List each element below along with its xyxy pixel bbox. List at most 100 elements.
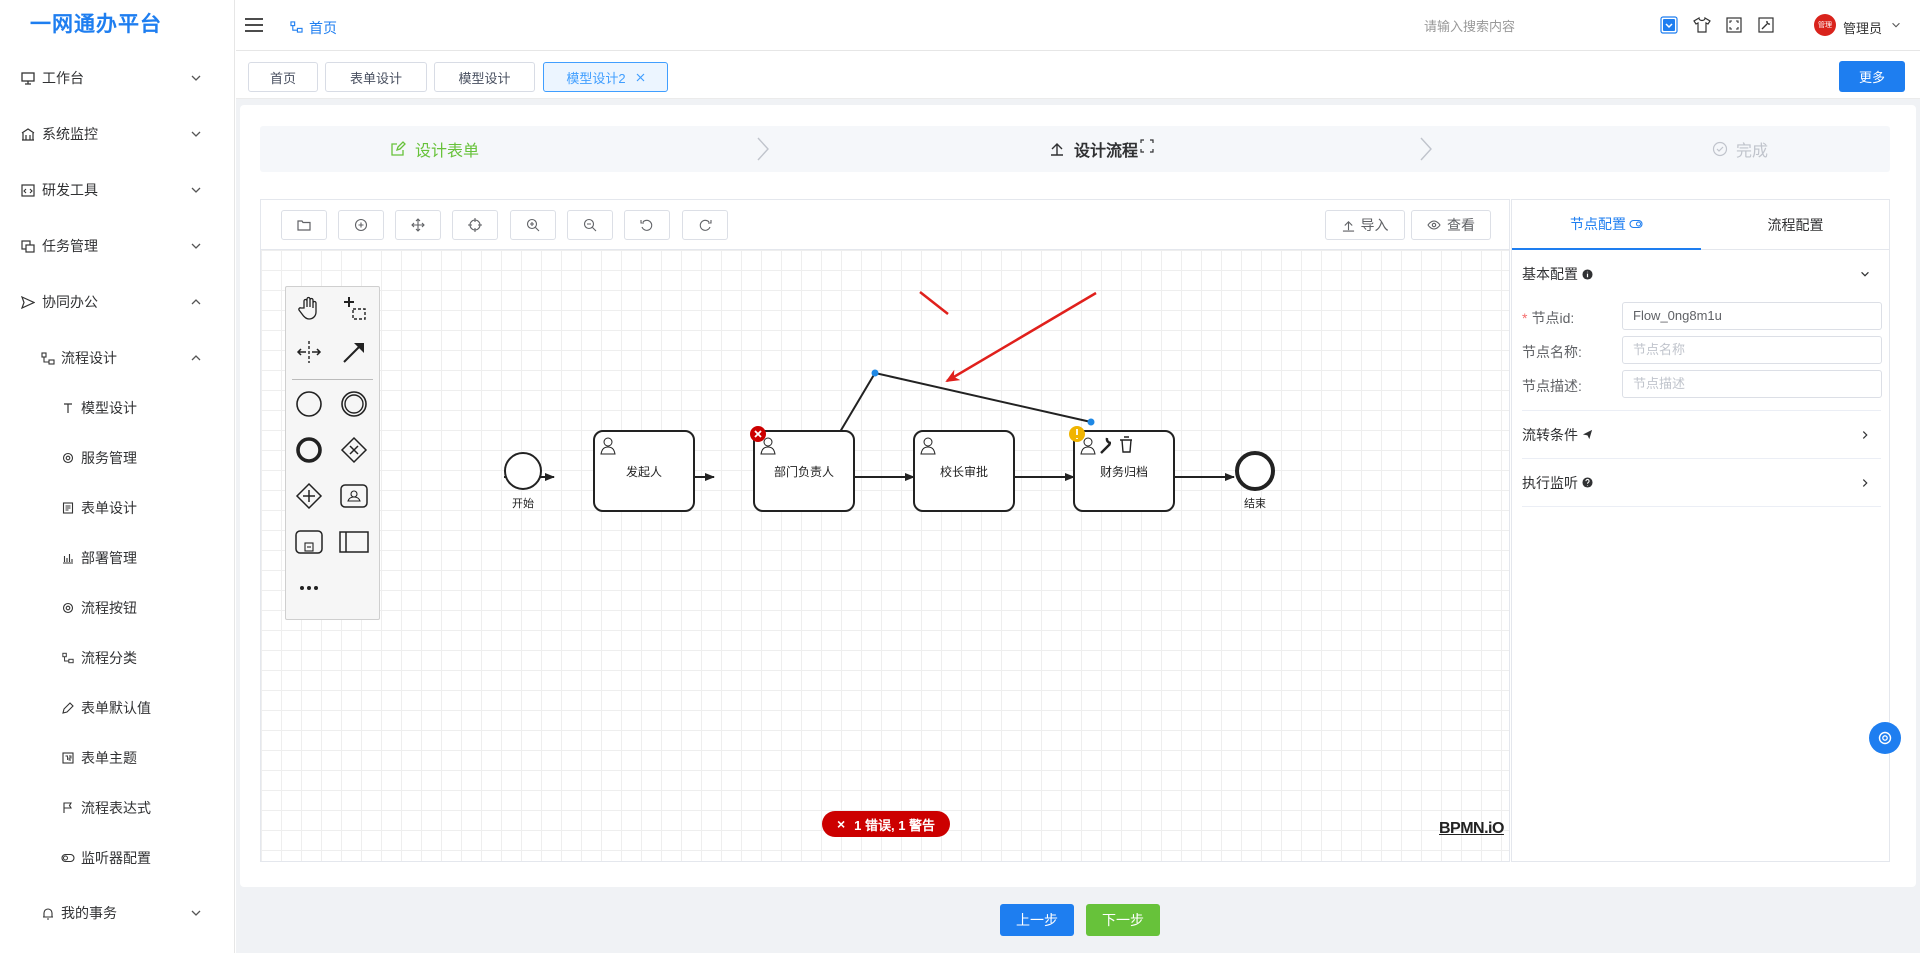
sidebar-item-label: 我的事务 xyxy=(61,905,117,921)
move-icon xyxy=(411,218,425,232)
fullscreen-icon[interactable] xyxy=(1726,17,1742,33)
sidebar-item-flow-design[interactable]: 流程设计 xyxy=(0,330,234,386)
collapse-transfer-condition[interactable]: 流转条件 xyxy=(1522,411,1881,459)
intermediate-event-icon[interactable] xyxy=(337,387,371,421)
chevron-down-icon xyxy=(191,75,201,81)
hamburger-icon[interactable] xyxy=(244,17,264,33)
chevron-up-icon xyxy=(191,299,201,305)
toggle-icon xyxy=(1629,219,1643,229)
sidebar-subitem-deploy-manage[interactable]: 部署管理 xyxy=(0,533,234,583)
tag-model-design[interactable]: 模型设计 xyxy=(434,62,535,92)
node-name-input[interactable]: 节点名称 xyxy=(1622,336,1882,364)
sidebar-subitem-service-manage[interactable]: 服务管理 xyxy=(0,433,234,483)
more-tools-icon[interactable] xyxy=(292,571,326,605)
collapse-basic-config[interactable]: 基本配置 xyxy=(1522,250,1881,298)
lasso-tool-icon[interactable] xyxy=(337,291,371,325)
zoom-in-button[interactable] xyxy=(510,210,556,240)
sidebar-subitem-listener-config[interactable]: 监听器配置 xyxy=(0,833,234,883)
waypoint-handle[interactable] xyxy=(1087,418,1095,426)
user-task[interactable] xyxy=(753,430,855,512)
exclusive-gateway-icon[interactable] xyxy=(337,433,371,467)
waypoint-handle[interactable] xyxy=(871,369,879,377)
sidebar-item-workbench[interactable]: 工作台 xyxy=(0,50,234,106)
sidebar-subitem-form-theme[interactable]: 表单主题 xyxy=(0,733,234,783)
end-event-icon[interactable] xyxy=(292,433,326,467)
user-task[interactable] xyxy=(913,430,1015,512)
bpmn-canvas[interactable]: 开始 结束 发起人 部门负责人 校长审批 财务归档 × 1 错误, 1 警告 B… xyxy=(260,249,1510,862)
checkbox-icon[interactable] xyxy=(1660,16,1678,34)
trash-icon[interactable] xyxy=(1120,436,1132,453)
tab-node-config[interactable]: 节点配置 xyxy=(1512,200,1701,250)
sidebar-item-task-manage[interactable]: 任务管理 xyxy=(0,218,234,274)
redo-icon xyxy=(699,219,712,231)
open-file-button[interactable] xyxy=(281,210,327,240)
search-input[interactable]: 请输入搜索内容 xyxy=(1424,19,1516,34)
prev-step-button[interactable]: 上一步 xyxy=(1000,904,1074,936)
undo-button[interactable] xyxy=(624,210,670,240)
fullscreen-icon[interactable] xyxy=(1140,139,1154,153)
start-event-icon[interactable] xyxy=(292,387,326,421)
sidebar-item-dev-tools[interactable]: 研发工具 xyxy=(0,162,234,218)
zoom-out-button[interactable] xyxy=(567,210,613,240)
tool-icon[interactable] xyxy=(1758,17,1774,33)
node-id-input[interactable]: Flow_0ng8m1u xyxy=(1622,302,1882,330)
settings-float-button[interactable] xyxy=(1869,722,1901,754)
chevron-down-icon[interactable] xyxy=(1890,19,1902,31)
sidebar-subitem-flow-expression[interactable]: 流程表达式 xyxy=(0,783,234,833)
close-icon[interactable] xyxy=(636,73,645,82)
shirt-icon[interactable] xyxy=(1693,17,1711,33)
bpmn-diagram xyxy=(504,291,1275,512)
more-button[interactable]: 更多 xyxy=(1839,61,1905,92)
sidebar-subitem-flow-category[interactable]: 流程分类 xyxy=(0,633,234,683)
context-pad[interactable] xyxy=(1100,436,1132,454)
avatar[interactable]: 管理 xyxy=(1814,14,1836,36)
step-design-flow[interactable]: 设计流程 xyxy=(1049,126,1154,172)
step-design-form[interactable]: 设计表单 xyxy=(390,126,479,172)
send-icon xyxy=(20,294,36,310)
pool-icon[interactable] xyxy=(337,525,371,559)
user-task[interactable] xyxy=(1073,430,1175,512)
sidebar-subitem-model-design[interactable]: 模型设计 xyxy=(0,383,234,433)
hand-tool-icon[interactable] xyxy=(292,291,326,325)
space-tool-icon[interactable] xyxy=(292,335,326,369)
parallel-gateway-icon[interactable] xyxy=(292,479,326,513)
user-name[interactable]: 管理员 xyxy=(1843,21,1883,36)
fit-view-button[interactable] xyxy=(452,210,498,240)
wrench-icon[interactable] xyxy=(1100,437,1112,454)
text-icon xyxy=(60,400,76,416)
bpmn-io-watermark[interactable]: BPMN.iO xyxy=(1439,820,1504,837)
step-finish[interactable]: 完成 xyxy=(1712,126,1768,172)
start-event[interactable] xyxy=(504,452,542,490)
aim-icon xyxy=(468,218,482,232)
user-task[interactable] xyxy=(593,430,695,512)
collapse-exec-listener[interactable]: 执行监听 xyxy=(1522,459,1881,507)
sidebar-item-collab-office[interactable]: 协同办公 xyxy=(0,274,234,330)
zoom-reset-button[interactable] xyxy=(338,210,384,240)
next-step-button[interactable]: 下一步 xyxy=(1086,904,1160,936)
document-icon xyxy=(60,500,76,516)
sidebar-item-system-monitor[interactable]: 系统监控 xyxy=(0,106,234,162)
sidebar-subitem-flow-button[interactable]: 流程按钮 xyxy=(0,583,234,633)
sidebar-subitem-label: 表单默认值 xyxy=(81,700,151,716)
gear-icon xyxy=(60,450,76,466)
chart-icon xyxy=(60,550,76,566)
node-desc-input[interactable]: 节点描述 xyxy=(1622,370,1882,398)
sidebar-subitem-form-default[interactable]: 表单默认值 xyxy=(0,683,234,733)
import-button[interactable]: 导入 xyxy=(1325,210,1405,240)
view-button[interactable]: 查看 xyxy=(1411,210,1491,240)
step-separator-icon xyxy=(757,137,769,161)
end-event[interactable] xyxy=(1235,451,1275,491)
sidebar-item-my-affairs[interactable]: 我的事务 xyxy=(0,885,234,941)
redo-button[interactable] xyxy=(682,210,728,240)
user-task-icon[interactable] xyxy=(337,479,371,513)
connect-tool-icon[interactable] xyxy=(337,335,371,369)
tab-flow-config[interactable]: 流程配置 xyxy=(1701,200,1890,250)
subprocess-icon[interactable] xyxy=(292,525,326,559)
tag-model-design-2[interactable]: 模型设计2 xyxy=(543,62,668,92)
tag-form-design[interactable]: 表单设计 xyxy=(325,62,427,92)
move-button[interactable] xyxy=(395,210,441,240)
tag-home[interactable]: 首页 xyxy=(248,62,318,92)
breadcrumb[interactable]: 首页 xyxy=(309,20,337,36)
sidebar-subitem-form-design[interactable]: 表单设计 xyxy=(0,483,234,533)
lint-status-badge[interactable]: × 1 错误, 1 警告 xyxy=(822,811,950,837)
